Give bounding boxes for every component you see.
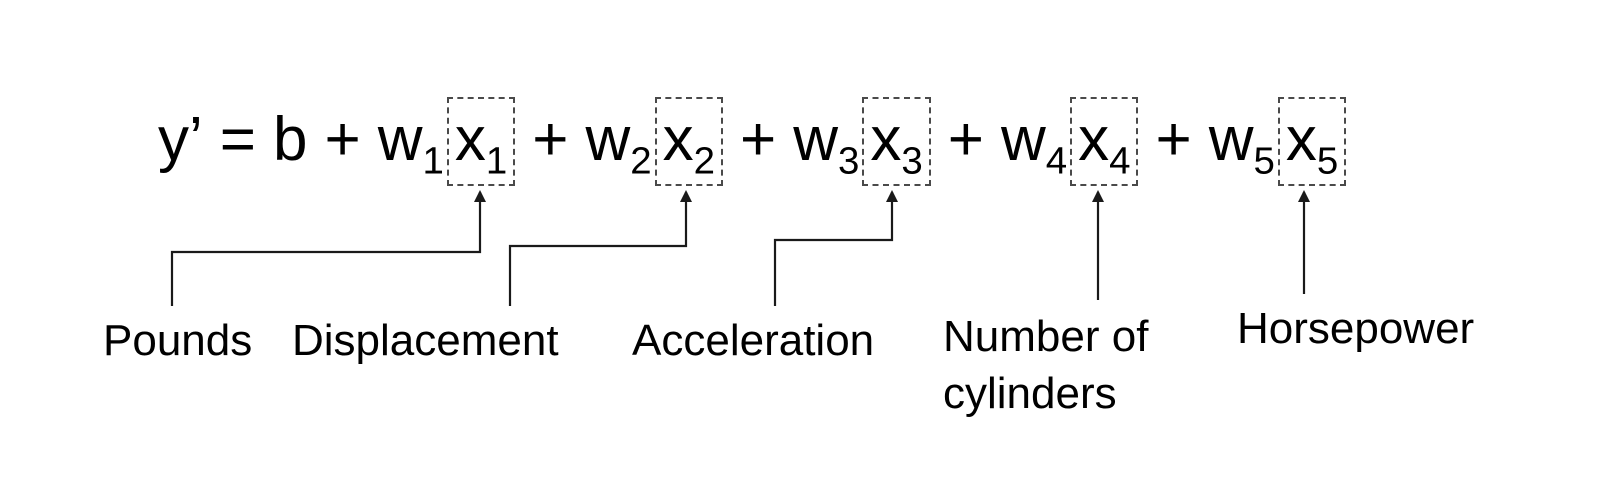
weight-1-letter: w — [377, 105, 423, 174]
weight-5-letter: w — [1208, 105, 1254, 174]
weight-2-subscript: 2 — [630, 139, 652, 183]
plus-sign: + — [1155, 105, 1192, 174]
feature-box-1: x1 — [446, 97, 516, 186]
weight-4-letter: w — [1000, 105, 1046, 174]
plus-sign: + — [947, 105, 984, 174]
var-5-letter: x — [1285, 105, 1317, 174]
feature-box-2: x2 — [654, 97, 723, 186]
var-1-letter: x — [454, 105, 486, 174]
var-3-subscript: 3 — [901, 139, 923, 183]
var-3-letter: x — [870, 105, 902, 174]
plus-sign: + — [324, 105, 361, 174]
connector-acceleration-arrow — [773, 190, 898, 306]
label-acceleration: Acceleration — [632, 316, 875, 365]
label-horsepower: Horsepower — [1237, 304, 1475, 353]
plus-sign: + — [739, 105, 777, 174]
equation-lhs: y’ — [158, 105, 203, 174]
var-4-letter: x — [1078, 105, 1110, 174]
feature-box-3: x3 — [862, 97, 931, 186]
weight-3-subscript: 3 — [837, 139, 860, 183]
weight-2-letter: w — [585, 105, 631, 174]
weight-4-subscript: 4 — [1045, 139, 1068, 183]
weight-5-subscript: 5 — [1253, 139, 1275, 183]
var-5-subscript: 5 — [1316, 139, 1339, 183]
weight-3-letter: w — [793, 105, 838, 174]
bias-term: b — [273, 105, 308, 174]
label-number-of-cylinders: Number of cylinders — [943, 312, 1149, 419]
connector-pounds-arrow — [170, 190, 486, 306]
var-2-subscript: 2 — [693, 139, 715, 183]
feature-box-5: x5 — [1277, 97, 1347, 186]
equals-sign: = — [219, 105, 256, 174]
feature-box-4: x4 — [1070, 97, 1139, 186]
label-displacement: Displacement — [292, 316, 559, 365]
var-1-subscript: 1 — [485, 139, 508, 183]
connector-displacement-arrow — [508, 190, 692, 306]
weight-1-subscript: 1 — [422, 139, 444, 183]
label-pounds: Pounds — [103, 316, 253, 365]
var-4-subscript: 4 — [1109, 139, 1131, 183]
plus-sign: + — [532, 105, 569, 174]
var-2-letter: x — [662, 105, 694, 174]
